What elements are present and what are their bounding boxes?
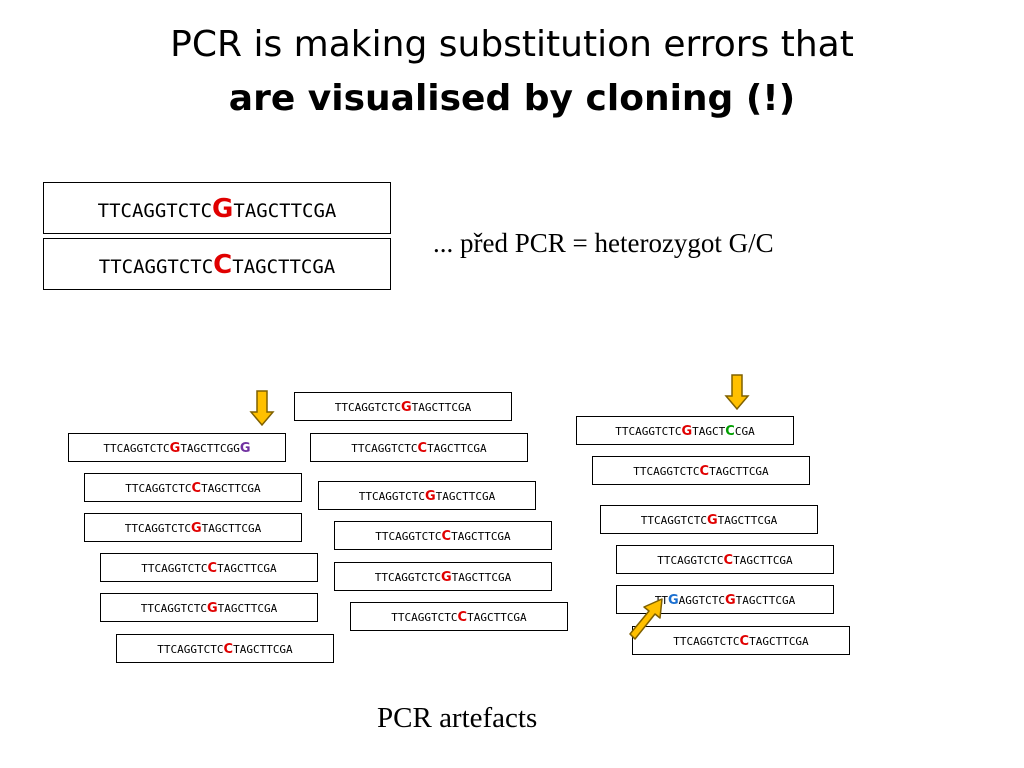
clone-sequence: TTCAGGTCTCGTAGCTCCGA	[576, 416, 794, 445]
clone-sequence: TTCAGGTCTCCTAGCTTCGA	[632, 626, 850, 655]
clone-sequence: TTCAGGTCTCCTAGCTTCGA	[616, 545, 834, 574]
clone-sequence: TTCAGGTCTCGTAGCTTCGA	[334, 562, 552, 591]
clone-sequence: TTCAGGTCTCCTAGCTTCGA	[592, 456, 810, 485]
up-right-arrow-icon	[629, 598, 663, 640]
clone-sequence: TTCAGGTCTCGTAGCTTCGA	[100, 593, 318, 622]
clone-sequence: TTCAGGTCTCCTAGCTTCGA	[116, 634, 334, 663]
allele-g-base: G	[212, 194, 234, 224]
error-base: C	[725, 424, 735, 439]
clone-sequence: TTCAGGTCTCCTAGCTTCGA	[310, 433, 528, 462]
clone-sequence: TTCAGGTCTCGTAGCTTCGA	[84, 513, 302, 542]
error-base: G	[667, 593, 679, 608]
allele-c-base: C	[213, 250, 233, 280]
clone-sequence: TTCAGGTCTCGTAGCTTCGA	[600, 505, 818, 534]
slide-title-line2: are visualised by cloning (!)	[228, 78, 796, 119]
clone-sequence: TTCAGGTCTCGTAGCTTCGGG	[68, 433, 286, 462]
heterozygote-note: ... před PCR = heterozygot G/C	[433, 228, 774, 258]
slide-title-line1: PCR is making substitution errors that	[170, 24, 854, 65]
clone-sequence: TTCAGGTCTCCTAGCTTCGA	[334, 521, 552, 550]
clone-sequence: TTCAGGTCTCCTAGCTTCGA	[100, 553, 318, 582]
sequence-allele-c: TTCAGGTCTCCTAGCTTCGA	[43, 238, 391, 290]
sequence-allele-g: TTCAGGTCTCGTAGCTTCGA	[43, 182, 391, 234]
down-arrow-icon	[249, 390, 275, 427]
clone-sequence: TTCAGGTCTCCTAGCTTCGA	[350, 602, 568, 631]
clone-sequence: TTCAGGTCTCGTAGCTTCGA	[318, 481, 536, 510]
clone-sequence: TTCAGGTCTCCTAGCTTCGA	[84, 473, 302, 502]
error-base: G	[239, 441, 251, 456]
clone-sequence: TTCAGGTCTCGTAGCTTCGA	[294, 392, 512, 421]
pcr-artefacts-caption: PCR artefacts	[377, 702, 538, 734]
down-arrow-icon	[724, 374, 750, 411]
